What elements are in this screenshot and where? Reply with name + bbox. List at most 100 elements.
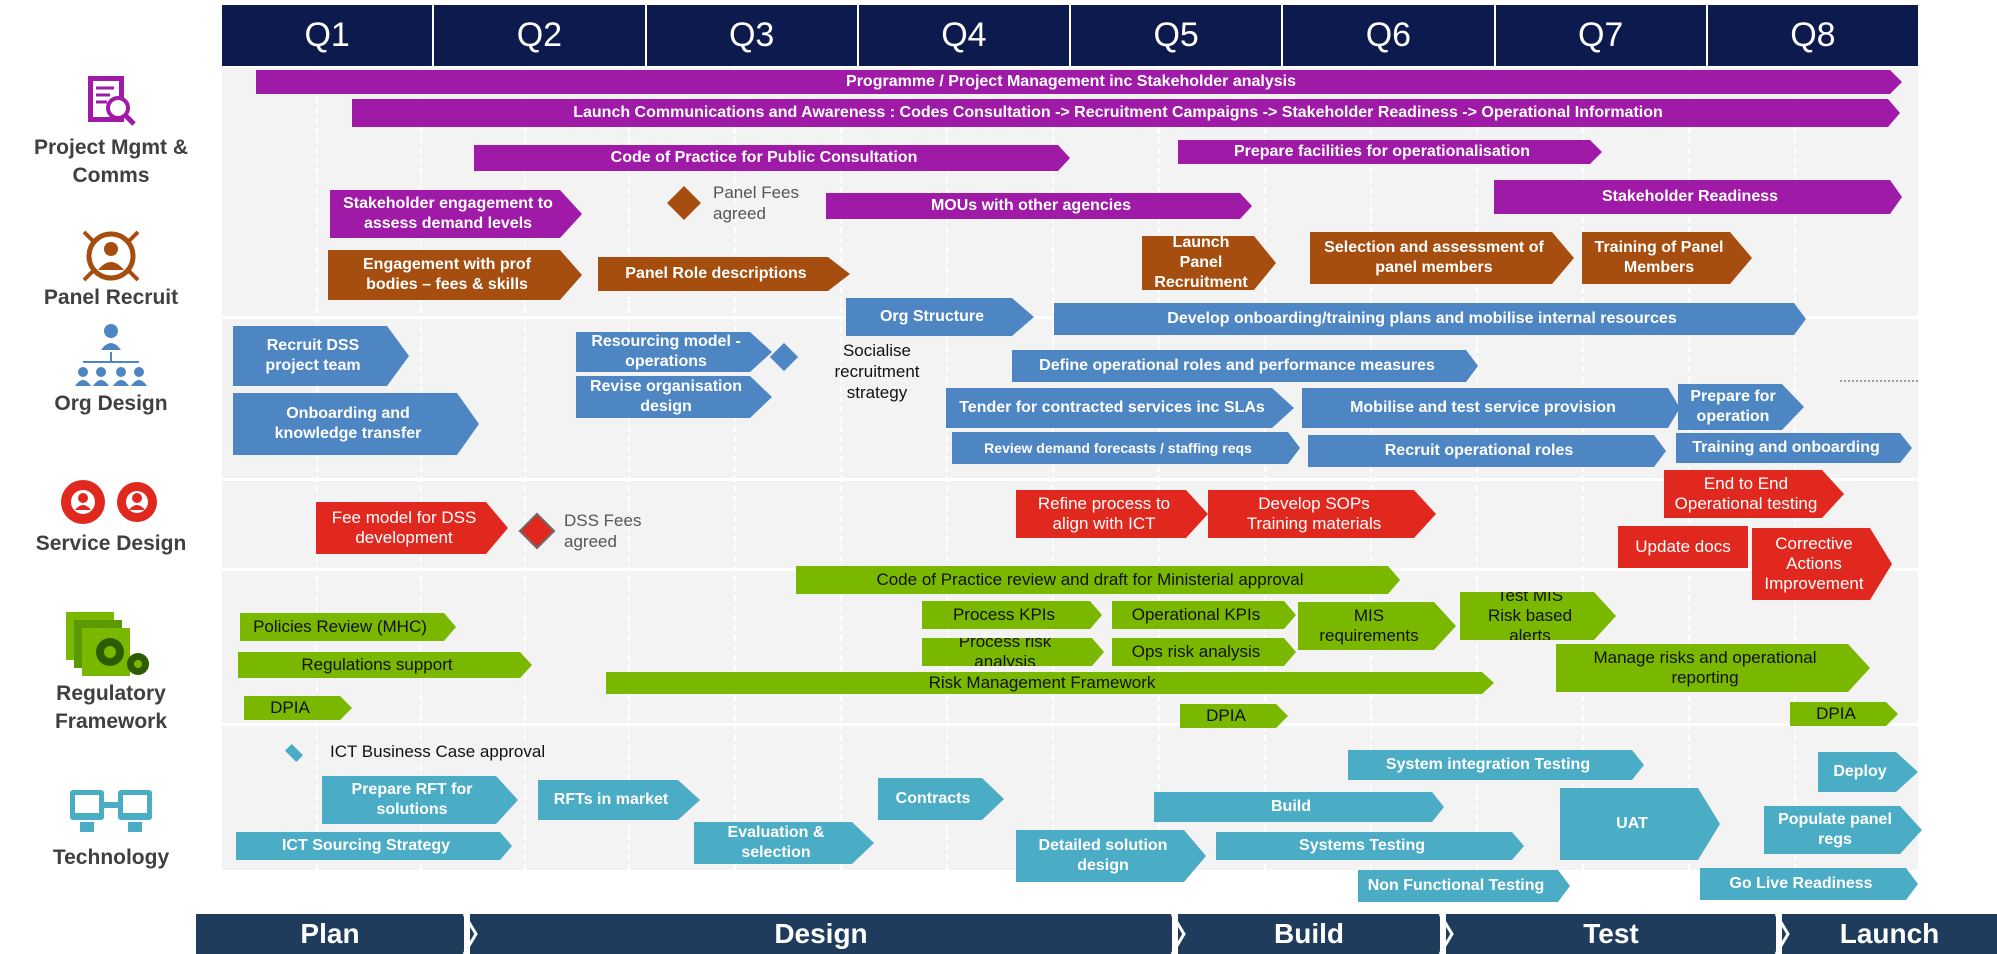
chevron-right-icon <box>1774 914 1790 954</box>
lane-regulatory: Regulatory Framework <box>0 608 222 736</box>
lane-label: Service Design <box>35 532 187 555</box>
task-bar: Process KPIs <box>922 601 1102 629</box>
chevron-right-icon <box>462 914 478 954</box>
task-bar: System integration Testing <box>1348 750 1644 780</box>
grid-line <box>1264 68 1266 870</box>
task-bar: Panel Role descriptions <box>598 257 850 291</box>
lane-divider <box>222 478 1918 481</box>
quarter-q8: Q8 <box>1790 16 1836 54</box>
task-bar: Selection and assessment of panel member… <box>1310 232 1574 284</box>
grid-line <box>1794 68 1796 870</box>
grid-line <box>316 68 318 870</box>
grid-line <box>1370 68 1372 870</box>
computers-icon <box>70 790 152 832</box>
task-bar: Systems Testing <box>1216 832 1524 860</box>
task-bar: Risk Management Framework <box>606 672 1494 694</box>
task-bar: Mobilise and test service provision <box>1302 388 1680 428</box>
phase-test: Test <box>1446 914 1776 954</box>
task-bar: Regulations support <box>238 652 532 678</box>
chevron-right-icon <box>1438 914 1454 954</box>
task-bar: Prepare facilities for operationalisatio… <box>1178 140 1602 164</box>
task-bar: Prepare for operation <box>1678 384 1804 430</box>
lane-label: Panel Recruit <box>43 286 179 309</box>
task-bar: Training of Panel Members <box>1582 232 1752 284</box>
task-bar: Define operational roles and performance… <box>1012 350 1478 382</box>
task-bar: UAT <box>1560 788 1720 860</box>
task-bar: Detailed solution design <box>1016 830 1206 882</box>
panel-recruit-icon <box>82 230 140 282</box>
task-bar: DPIA <box>1790 702 1898 726</box>
task-bar: DPIA <box>1180 704 1288 728</box>
task-bar: Manage risks and operational reporting <box>1556 644 1870 692</box>
task-bar: Resourcing model - operations <box>576 332 772 372</box>
task-bar: Deploy <box>1818 752 1918 792</box>
quarter-q6: Q6 <box>1283 5 1496 66</box>
org-chart-icon <box>75 324 147 386</box>
lane-label: Regulatory Framework <box>54 682 168 733</box>
quarter-q1: Q1 <box>222 5 435 66</box>
phase-build: Build <box>1178 914 1440 954</box>
grid-line <box>1158 68 1160 870</box>
task-bar: Stakeholder Readiness <box>1494 180 1902 214</box>
milestone-label: ICT Business Case approval <box>330 742 546 761</box>
task-bar: Launch Communications and Awareness : Co… <box>352 99 1900 127</box>
grid-line <box>1688 68 1690 870</box>
task-bar: Code of Practice review and draft for Mi… <box>796 566 1400 594</box>
task-bar: Tender for contracted services inc SLAs <box>946 388 1294 428</box>
lane-project-mgmt: Project Mgmt & Comms <box>0 72 222 190</box>
milestone-label: DSS Fees agreed <box>564 511 642 551</box>
grid-line <box>420 68 422 870</box>
task-bar: Contracts <box>878 778 1004 820</box>
task-bar: Go Live Readiness <box>1700 868 1918 900</box>
grid-line <box>628 68 630 870</box>
dotted-marker <box>1840 380 1918 382</box>
task-bar: RFTs in market <box>538 780 700 820</box>
grid-line <box>734 68 736 870</box>
task-bar: Refine process to align with ICT <box>1016 490 1208 538</box>
task-bar: Process risk analysis <box>922 638 1104 666</box>
task-bar: Recruit DSS project team <box>233 326 409 386</box>
task-bar: Programme / Project Management inc Stake… <box>256 70 1902 94</box>
quarter-q7: Q7 <box>1496 5 1708 66</box>
task-bar: ICT Sourcing Strategy <box>236 832 512 860</box>
task-bar: Ops risk analysis <box>1112 638 1296 666</box>
task-bar: Populate panel regs <box>1764 806 1922 854</box>
task-bar: Training and onboarding <box>1676 433 1912 463</box>
phase-launch: Launch <box>1782 914 1997 954</box>
lane-service-design: Service Design <box>0 474 222 558</box>
task-bar: Operational KPIs <box>1112 601 1296 629</box>
task-bar: Engagement with prof bodies – fees & ski… <box>328 250 582 300</box>
chevron-right-icon <box>1170 914 1186 954</box>
task-bar: Review demand forecasts / staffing reqs <box>952 432 1300 464</box>
grid-line <box>524 68 526 870</box>
lane-divider <box>222 723 1918 726</box>
grid-line <box>1476 68 1478 870</box>
lane-technology: Technology <box>0 786 222 872</box>
project-management-icon <box>88 76 136 126</box>
task-bar: Code of Practice for Public Consultation <box>474 145 1070 171</box>
quarter-q4: Q4 <box>859 5 1071 66</box>
task-bar: Test MIS Risk based alerts <box>1460 592 1616 640</box>
task-bar: Build <box>1154 792 1444 822</box>
quarter-q3: Q3 <box>647 5 859 66</box>
lane-panel-recruit: Panel Recruit <box>0 228 222 312</box>
lane-label: Project Mgmt & Comms <box>33 136 188 187</box>
task-bar: Launch Panel Recruitment <box>1142 236 1276 290</box>
task-bar: Fee model for DSS development <box>316 502 508 554</box>
phase-plan: Plan <box>196 914 464 954</box>
task-bar: Revise organisation design <box>576 376 772 418</box>
task-bar: Onboarding and knowledge transfer <box>233 393 479 455</box>
lane-org-design: Org Design <box>0 322 222 418</box>
task-bar: Develop SOPs Training materials <box>1208 490 1436 538</box>
task-bar: End to End Operational testing <box>1664 470 1844 518</box>
task-bar: Evaluation & selection <box>694 822 874 864</box>
task-bar: DPIA <box>244 696 352 720</box>
lane-label: Org Design <box>54 392 168 415</box>
task-bar: Policies Review (MHC) <box>240 613 456 641</box>
quarter-q2: Q2 <box>434 5 647 66</box>
grid-line <box>1052 68 1054 870</box>
task-bar: Stakeholder engagement to assess demand … <box>330 190 582 238</box>
quarter-q5: Q5 <box>1071 5 1284 66</box>
grid-line <box>1582 68 1584 870</box>
